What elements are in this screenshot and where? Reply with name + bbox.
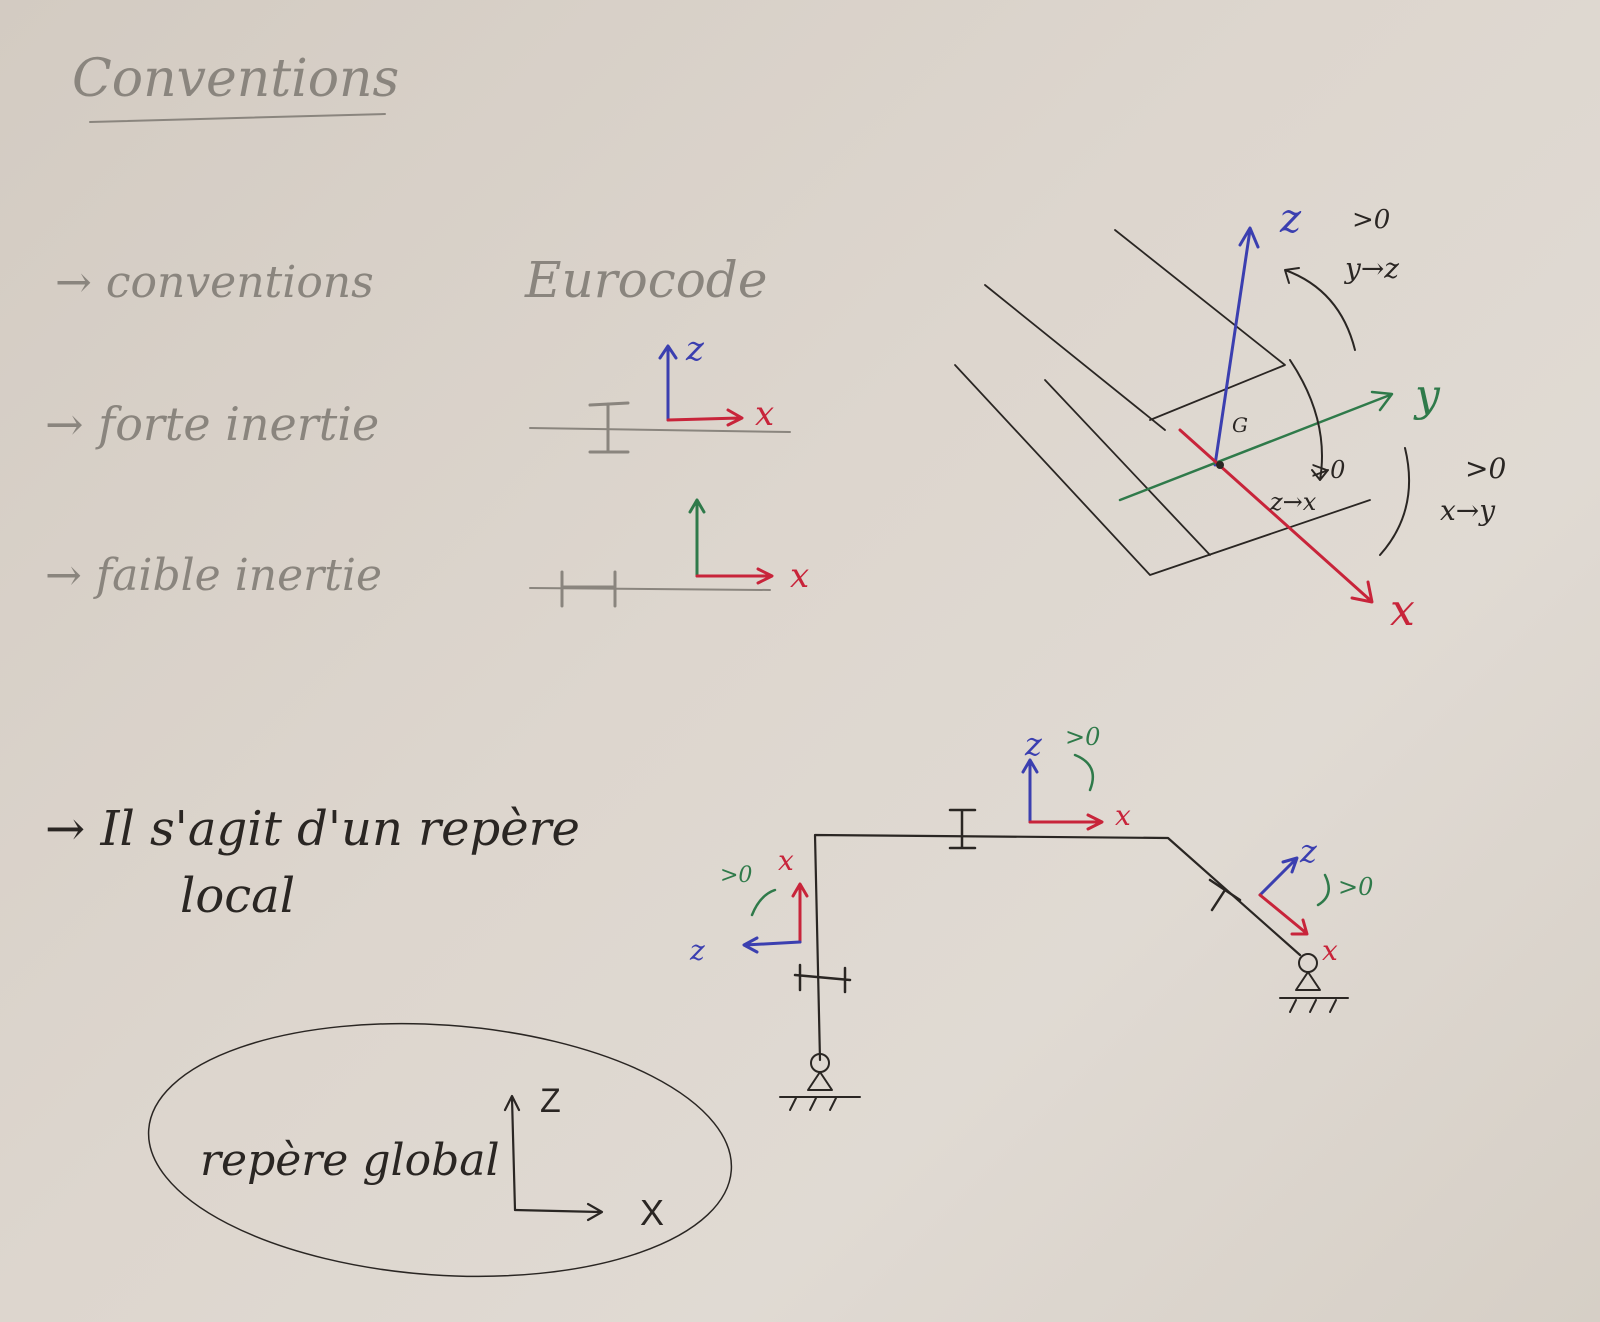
line-eurocode: Eurocode — [524, 251, 767, 309]
weak-axis-sketch — [529, 498, 774, 608]
global-axes — [503, 1094, 604, 1222]
line-local-2: local — [180, 868, 295, 924]
label-y-3d: y — [1413, 370, 1441, 421]
label-x-weak: x — [790, 556, 809, 596]
label-y-to-z: y→z — [1343, 252, 1399, 285]
label-Z-global: Z — [540, 1082, 561, 1120]
label-pos-beam: >0 — [1065, 723, 1100, 751]
label-x-3d: x — [1390, 585, 1415, 636]
label-pos-yz: >0 — [1352, 205, 1390, 235]
portal-frame-sketch — [742, 753, 1349, 1111]
label-pos-column: >0 — [720, 863, 752, 888]
label-G: G — [1232, 413, 1248, 437]
line-global: repère global — [200, 1135, 500, 1186]
label-x: x — [755, 394, 774, 434]
label-pos-xy: >0 — [1465, 452, 1506, 485]
line-forte-inertie: → forte inertie — [45, 397, 379, 451]
label-z: z — [685, 329, 705, 369]
label-z-column: z — [689, 934, 705, 967]
title-underline — [89, 113, 386, 123]
title: Conventions — [72, 49, 399, 109]
label-x-to-y: x→y — [1440, 494, 1496, 527]
global-frame-ellipse — [147, 1022, 733, 1278]
label-pos-zx: >0 — [1310, 456, 1345, 484]
label-z-rafter: z — [1299, 832, 1318, 870]
label-x-column: x — [778, 844, 794, 877]
label-x-beam: x — [1115, 799, 1131, 832]
label-z-3d: z — [1279, 196, 1302, 242]
line-faible-inertie: → faible inertie — [45, 550, 382, 601]
label-z-beam: z — [1024, 725, 1043, 763]
beam-3d-sketch — [954, 226, 1411, 604]
strong-axis-sketch — [529, 344, 791, 454]
label-X-global: X — [640, 1192, 664, 1233]
label-x-rafter: x — [1322, 934, 1338, 967]
label-z-to-x: z→x — [1269, 488, 1317, 516]
line-local-1: → Il s'agit d'un repère — [45, 801, 580, 857]
line-conventions: → conventions — [55, 257, 374, 308]
label-pos-rafter: >0 — [1338, 873, 1373, 901]
